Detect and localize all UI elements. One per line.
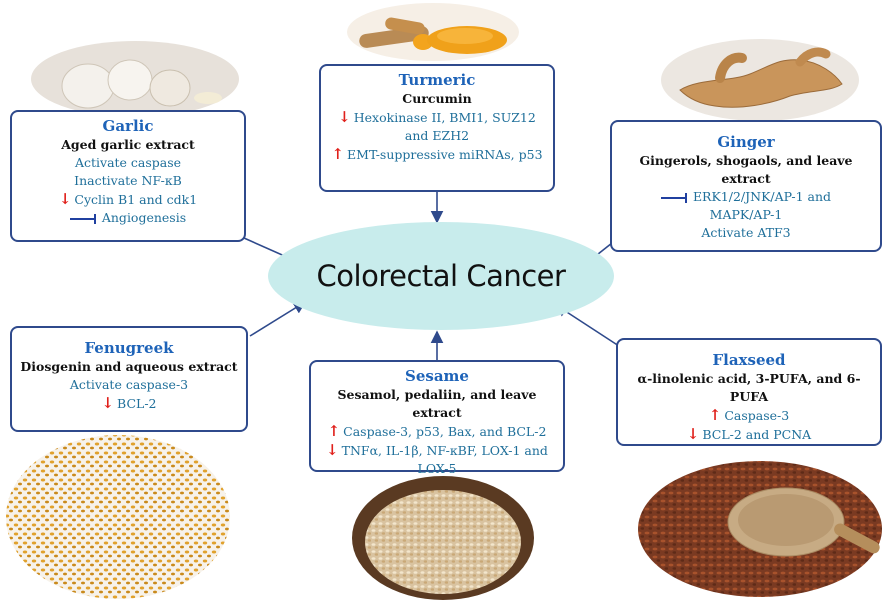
ginger-effect-1: ERK1/2/JNK/AP-1 and: [618, 188, 874, 206]
turmeric-effect-2: and EZH2: [404, 128, 470, 143]
center-label: Colorectal Cancer: [316, 259, 566, 293]
center-node: Colorectal Cancer: [268, 222, 614, 330]
turmeric-title: Turmeric: [398, 71, 476, 89]
down-arrow-icon: ↓: [338, 108, 351, 126]
fenugreek-photo: [6, 435, 230, 599]
sesame-effect-3: LOX-5: [417, 461, 457, 476]
ginger-photo: [661, 39, 859, 121]
ginger-effect-3: Activate ATF3: [701, 225, 791, 240]
node-flaxseed: Flaxseed α-linolenic acid, 3-PUFA, and 6…: [616, 338, 882, 446]
fenugreek-title: Fenugreek: [84, 339, 174, 357]
sesame-effect-1: ↑Caspase-3, p53, Bax, and BCL-2: [327, 422, 547, 440]
ginger-effect-2: MAPK/AP-1: [709, 207, 783, 222]
arrow-fenugreek: [249, 301, 307, 337]
garlic-effect-1: Activate caspase: [74, 155, 182, 170]
up-arrow-icon: ↑: [331, 145, 345, 163]
sesame-title: Sesame: [405, 367, 469, 385]
fenugreek-subtitle: Diosgenin and aqueous extract: [20, 359, 238, 374]
turmeric-subtitle: Curcumin: [402, 91, 472, 106]
sesame-effect-2: ↓TNFα, IL-1β, NF-κBF, LOX-1 and: [326, 441, 548, 459]
flaxseed-subtitle: α-linolenic acid, 3-PUFA, and 6-PUFA: [637, 371, 861, 404]
garlic-effect-2: Inactivate NF-κB: [74, 173, 182, 188]
node-turmeric: Turmeric Curcumin ↓Hexokinase II, BMI1, …: [319, 64, 555, 192]
down-arrow-icon: ↓: [101, 394, 115, 412]
flaxseed-effect-2: ↓BCL-2 and PCNA: [686, 425, 812, 443]
down-arrow-icon: ↓: [58, 190, 72, 208]
garlic-photo: [31, 41, 239, 117]
sesame-photo: [352, 476, 534, 600]
flaxseed-title: Flaxseed: [712, 351, 786, 369]
turmeric-effect-1: ↓Hexokinase II, BMI1, SUZ12: [338, 108, 536, 126]
up-arrow-icon: ↑: [708, 406, 722, 424]
up-arrow-icon: ↑: [327, 422, 341, 440]
garlic-subtitle: Aged garlic extract: [61, 137, 195, 152]
fenugreek-effect-1: Activate caspase-3: [69, 377, 189, 392]
ginger-subtitle: Gingerols, shogaols, and leave extract: [639, 153, 853, 186]
sesame-subtitle: Sesamol, pedaliin, and leave extract: [337, 387, 537, 420]
node-ginger: Ginger Gingerols, shogaols, and leave ex…: [610, 120, 882, 252]
turmeric-photo: [347, 3, 519, 61]
down-arrow-icon: ↓: [326, 441, 339, 459]
inhibit-icon: [69, 213, 96, 224]
ginger-title: Ginger: [717, 133, 775, 151]
node-sesame: Sesame Sesamol, pedaliin, and leave extr…: [309, 360, 565, 476]
node-garlic: Garlic Aged garlic extract Activate casp…: [10, 110, 246, 242]
flaxseed-photo: [638, 461, 882, 597]
flaxseed-effect-1: ↑Caspase-3: [708, 406, 790, 424]
garlic-title: Garlic: [102, 117, 154, 135]
garlic-effect-3: ↓Cyclin B1 and cdk1: [58, 190, 198, 208]
garlic-effect-4: Angiogenesis: [18, 209, 238, 227]
turmeric-effect-3: ↑EMT-suppressive miRNAs, p53: [331, 145, 543, 163]
fenugreek-effect-2: ↓BCL-2: [101, 394, 157, 412]
down-arrow-icon: ↓: [686, 425, 700, 443]
inhibit-icon: [660, 192, 687, 203]
node-fenugreek: Fenugreek Diosgenin and aqueous extract …: [10, 326, 248, 432]
